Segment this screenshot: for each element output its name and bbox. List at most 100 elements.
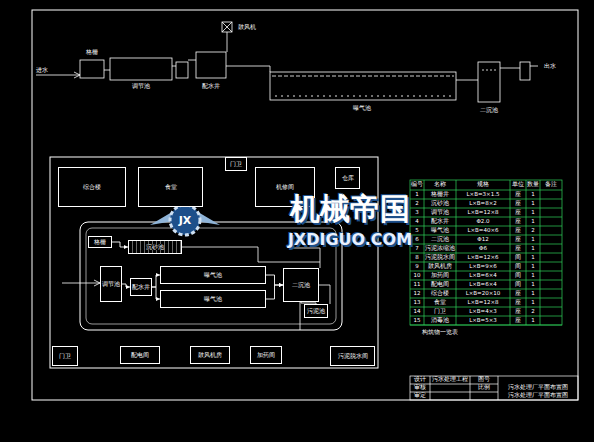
aeration-dot [437,95,439,97]
structure-name: 综合楼 [83,184,101,190]
table-cell: 规格 [477,182,489,188]
table-cell: 1 [531,282,535,288]
table-col [456,180,457,325]
structure-name: 食堂 [165,184,177,190]
table-cell: 座 [515,309,521,315]
aeration-dot [317,95,319,97]
aeration-dots [275,95,451,97]
structure-name: 门卫 [59,353,71,359]
aeration-dot [311,95,313,97]
table-cell: 间 [515,264,521,270]
table-cell: 4 [415,219,419,225]
table-col [526,180,527,325]
table-cell: 7 [415,246,419,252]
table-cell: 沉砂池 [431,201,449,207]
aeration-dot [401,95,403,97]
structure-name: 污泥池 [307,308,325,314]
aeration-dot [353,95,355,97]
aeration-dot [365,95,367,97]
hatched-tank: 沉砂池 [128,240,182,254]
profile-label: 配水井 [202,83,220,89]
aeration-dot [395,95,397,97]
structure-name: 二沉池 [292,282,310,288]
site-boundary [50,157,378,368]
structure-name: 曝气池 [204,296,222,302]
structure-box: 食堂 [138,167,203,207]
table-row [410,244,562,245]
table-cell: L×B=6×4 [469,282,497,288]
aeration-dot [293,95,295,97]
structure-name: 加药间 [257,352,275,358]
structure-name: 机修间 [276,184,294,190]
flow-line [122,284,130,287]
table-cell: 调节池 [431,210,449,216]
title-block-text: 污水处理工程 [432,377,468,383]
table-cell: 食堂 [434,300,446,306]
table-cell: 1 [415,192,419,198]
aeration-dot [359,95,361,97]
table-cell: 加药间 [431,273,449,279]
aeration-dot [407,95,409,97]
aeration-dot [329,95,331,97]
table-cell: 间 [515,273,521,279]
title-block [410,376,578,400]
table-cell: 1 [531,201,535,207]
table-border [410,180,562,325]
table-cell: 1 [531,318,535,324]
title-block-text: 审定 [414,393,426,399]
table-row [410,199,562,200]
table-cell: 12 [414,291,421,297]
table-cell: 污泥脱水间 [425,255,455,261]
table-col [540,180,541,325]
table-cell: L×B=5×3 [469,318,497,324]
profile-label: 二沉池 [480,107,498,113]
table-cell: 间 [515,255,521,261]
table-cell: 座 [515,246,521,252]
table-row [410,325,562,326]
table-cell: 单位 [512,182,524,188]
flow-line [152,275,160,287]
structure-box: 配水井 [130,278,152,296]
table-cell: 2 [531,309,535,315]
title-block-text: 比例 [478,385,490,391]
table-row [410,217,562,218]
aeration-dot [377,95,379,97]
table-cell: 配水井 [431,219,449,225]
table-cell: 3 [415,210,419,216]
structure-name: 曝气池 [204,272,222,278]
table-row [410,298,562,299]
table-cell: 2 [531,228,535,234]
table-cell: 1 [531,291,535,297]
structure-name: 调节池 [102,281,120,287]
structure-box: 门卫 [52,346,78,366]
table-cell: 1 [531,210,535,216]
table-cell: 二沉池 [431,237,449,243]
structure-box: 污泥池 [304,304,328,318]
profile-label: 调节池 [132,83,150,89]
table-row [410,226,562,227]
table-cell: L×B=4×3 [469,309,497,315]
title-block-text: 图号 [478,377,490,383]
table-cell: 1 [531,264,535,270]
table-cell: 6 [415,237,419,243]
table-cell: 座 [515,237,521,243]
aeration-dot [275,95,277,97]
flow-line [112,242,128,247]
table-cell: L×B=6×4 [469,273,497,279]
table-cell: 1 [531,300,535,306]
table-cell: 9 [415,264,419,270]
table-cell: 备注 [545,182,557,188]
table-cell: 14 [414,309,421,315]
table-cell: 座 [515,210,521,216]
table-cell: L×B=8×2 [469,201,497,207]
aeration-dot [305,95,307,97]
table-cell: 1 [531,237,535,243]
flow-line [266,275,283,285]
watermark: 机械帝国 [290,194,410,224]
table-row [410,280,562,281]
table-cell: 1 [531,219,535,225]
table-cell: 综合楼 [431,291,449,297]
table-cell: 消毒池 [431,318,449,324]
table-cell: 1 [531,273,535,279]
aeration-dot [383,95,385,97]
